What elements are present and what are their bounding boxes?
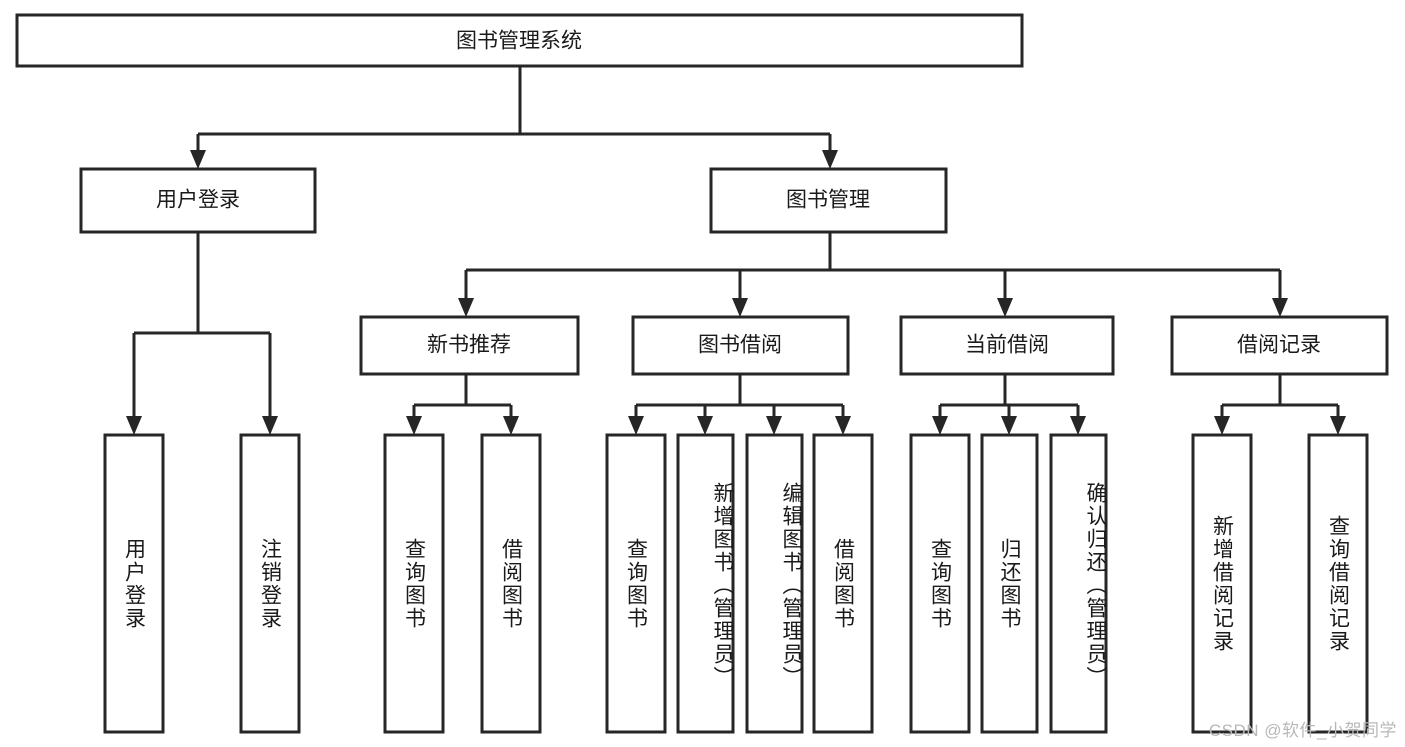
node-root-rect [15, 13, 1024, 68]
arrow-icon-current-borrow [997, 298, 1013, 317]
arrow-icon-leaf-query-record [1330, 416, 1346, 435]
node-leaf-confirm-return-rect[interactable] [1049, 433, 1108, 734]
arrow-icon-leaf-return-book [1001, 416, 1017, 435]
node-current-borrow-rect[interactable] [899, 315, 1115, 376]
node-book-manage-label: 图书管理 [786, 189, 870, 212]
node-leaf-add-book-rect[interactable] [676, 433, 735, 734]
node-borrow-record-label: 借阅记录 [1237, 334, 1321, 357]
watermark-text: CSDN @软件_小贺同学 [1208, 721, 1397, 740]
arrow-icon-leaf-query-book-3 [932, 416, 948, 435]
node-book-borrow-label: 图书借阅 [698, 334, 782, 357]
node-leaf-query-book-1-rect[interactable] [383, 433, 445, 734]
node-book-manage-rect[interactable] [709, 167, 948, 234]
node-leaf-edit-book-rect[interactable] [745, 433, 804, 734]
node-leaf-query-record-rect[interactable] [1307, 433, 1369, 734]
arrow-icon-book-manage [822, 150, 838, 169]
node-root-book-management-system[interactable] [15, 13, 1024, 68]
node-leaf-logout-login-rect[interactable] [239, 433, 301, 734]
arrow-icon-leaf-query-book-2 [628, 416, 644, 435]
node-leaf-borrow-book-1-rect[interactable] [480, 433, 542, 734]
node-new-book-recommend-rect[interactable] [359, 315, 580, 376]
arrow-icon-book-borrow [732, 298, 748, 317]
arrow-icon-leaf-user-login [126, 416, 142, 435]
arrow-icon-leaf-logout-login [262, 416, 278, 435]
node-leaf-add-record-rect[interactable] [1191, 433, 1253, 734]
node-leaf-query-book-3-rect[interactable] [909, 433, 971, 734]
node-user-login-label: 用户登录 [156, 189, 240, 212]
node-current-borrow-label: 当前借阅 [965, 334, 1049, 357]
arrow-icon-leaf-confirm-return [1070, 416, 1086, 435]
node-leaf-user-login-rect[interactable] [103, 433, 165, 734]
node-root-label: 图书管理系统 [456, 30, 582, 53]
arrow-icon-leaf-edit-book [766, 416, 782, 435]
arrow-icon-leaf-add-record [1214, 416, 1230, 435]
arrow-icon-leaf-borrow-book-1 [503, 416, 519, 435]
node-borrow-record-rect[interactable] [1170, 315, 1389, 376]
arrow-icon-user-login [190, 150, 206, 169]
node-new-book-recommend-label: 新书推荐 [427, 334, 511, 357]
arrow-icon-leaf-borrow-book-2 [835, 416, 851, 435]
arrow-icon-new-book-recommend [458, 298, 474, 317]
arrow-icon-leaf-add-book [697, 416, 713, 435]
node-leaf-query-book-2-rect[interactable] [605, 433, 667, 734]
node-leaf-return-book-rect[interactable] [980, 433, 1039, 734]
arrow-icon-leaf-query-book-1 [406, 416, 422, 435]
node-leaf-borrow-book-2-rect[interactable] [812, 433, 874, 734]
arrow-icon-borrow-record [1272, 298, 1288, 317]
node-book-borrow-rect[interactable] [631, 315, 850, 376]
